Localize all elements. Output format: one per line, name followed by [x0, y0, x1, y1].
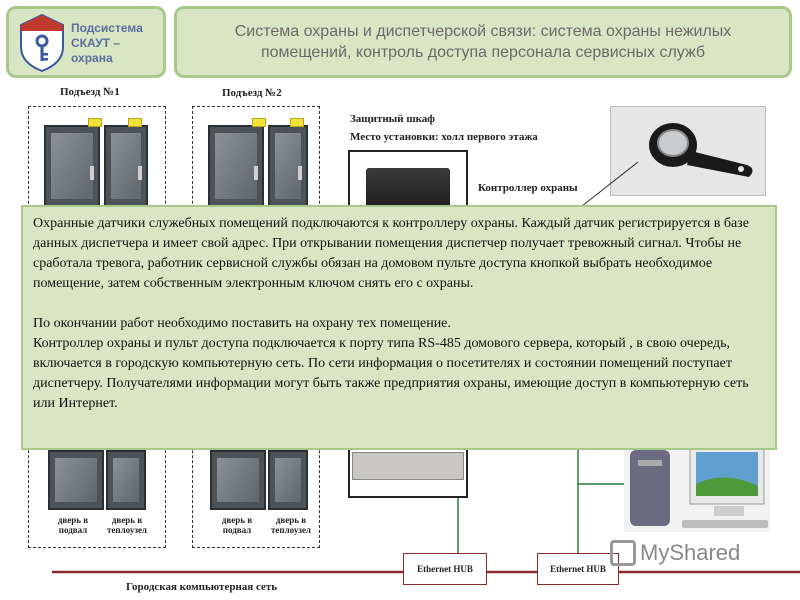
entrance-1-label: Подъезд №1 — [60, 86, 120, 98]
entrance-2-door-basement — [210, 450, 266, 510]
ethernet-hub-2: Ethernet HUB — [537, 553, 619, 585]
controller-device — [366, 168, 450, 208]
city-network-label: Городская компьютерная сеть — [126, 581, 278, 593]
key-fob-icon — [649, 123, 753, 177]
watermark: MyShared — [610, 540, 740, 566]
watermark-logo-icon — [610, 540, 636, 566]
logo-panel: Подсистема СКАУТ – охрана — [6, 6, 166, 78]
title-panel: Система охраны и диспетчерской связи: си… — [174, 6, 792, 78]
dispatcher-computer-photo — [624, 440, 770, 532]
key-fob-photo — [610, 106, 766, 196]
entrance-1-door-basement — [48, 450, 104, 510]
entrance-1-basement-label: дверь в подвал — [57, 515, 89, 535]
page-title: Система охраны и диспетчерской связи: си… — [234, 23, 732, 61]
watermark-text: MyShared — [640, 540, 741, 565]
entrance-2-sensor — [252, 118, 266, 127]
entrance-2-door-right — [268, 125, 308, 207]
controller-label: Контроллер охраны — [478, 182, 578, 194]
computer-icon — [630, 445, 768, 528]
cabinet-label: Защитный шкаф — [350, 113, 435, 125]
entrance-2-basement-label: дверь в подвал — [221, 515, 253, 535]
description-paragraph-1: Охранные датчики служебных помещений под… — [33, 216, 749, 291]
logo-label: Подсистема СКАУТ – охрана — [71, 21, 143, 65]
install-location-label: Место установки: холл первого этажа — [350, 131, 538, 143]
entrance-1-door-right — [104, 125, 148, 207]
entrance-2-sensor — [290, 118, 304, 127]
entrance-1-door-left — [44, 125, 100, 207]
ethernet-hub-1: Ethernet HUB — [403, 553, 487, 585]
entrance-1-door-heat — [106, 450, 146, 510]
description-paragraph-3: Контроллер охраны и пульт доступа подклю… — [33, 336, 749, 411]
entrance-2-door-left — [208, 125, 264, 207]
entrance-1-sensor — [128, 118, 142, 127]
description-overlay: Охранные датчики служебных помещений под… — [21, 205, 777, 450]
entrance-1-heat-label: дверь в теплоузел — [107, 515, 147, 535]
entrance-1-sensor — [88, 118, 102, 127]
description-paragraph-2: По окончании работ необходимо поставить … — [33, 316, 451, 331]
shield-key-icon — [20, 13, 64, 73]
entrance-2-heat-label: дверь в теплоузел — [271, 515, 311, 535]
key-fob-pointer-line — [581, 161, 639, 207]
entrance-2-door-heat — [268, 450, 308, 510]
entrance-2-label: Подъезд №2 — [222, 87, 282, 99]
server-device — [352, 452, 464, 480]
